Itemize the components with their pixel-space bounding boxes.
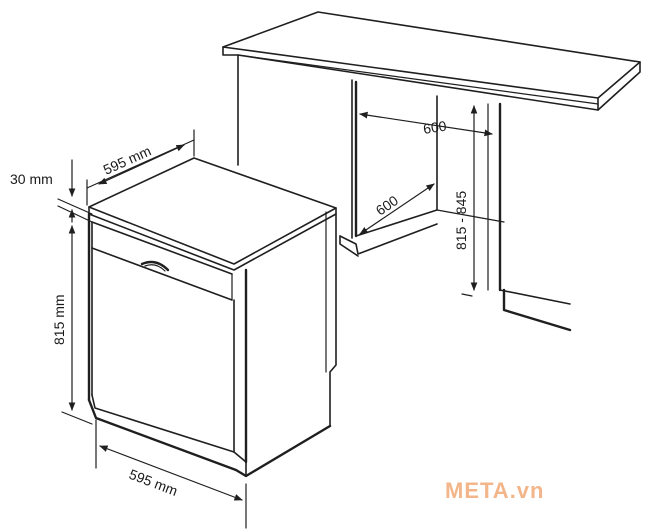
depth-label: 595 mm: [101, 143, 154, 178]
niche-height-label: 815 - 845: [453, 191, 469, 250]
niche-width-label: 600: [422, 117, 448, 136]
panel-thickness-label: 30 mm: [10, 171, 53, 187]
door-handle: [140, 260, 170, 272]
kitchen-counter: [222, 11, 641, 332]
dishwasher: [87, 157, 337, 478]
height-label: 815 mm: [51, 294, 67, 345]
watermark: META.vn: [445, 478, 544, 503]
width-label: 595 mm: [127, 466, 180, 499]
dimension-lines: [57, 105, 493, 529]
niche-depth-label: 600: [373, 192, 401, 218]
